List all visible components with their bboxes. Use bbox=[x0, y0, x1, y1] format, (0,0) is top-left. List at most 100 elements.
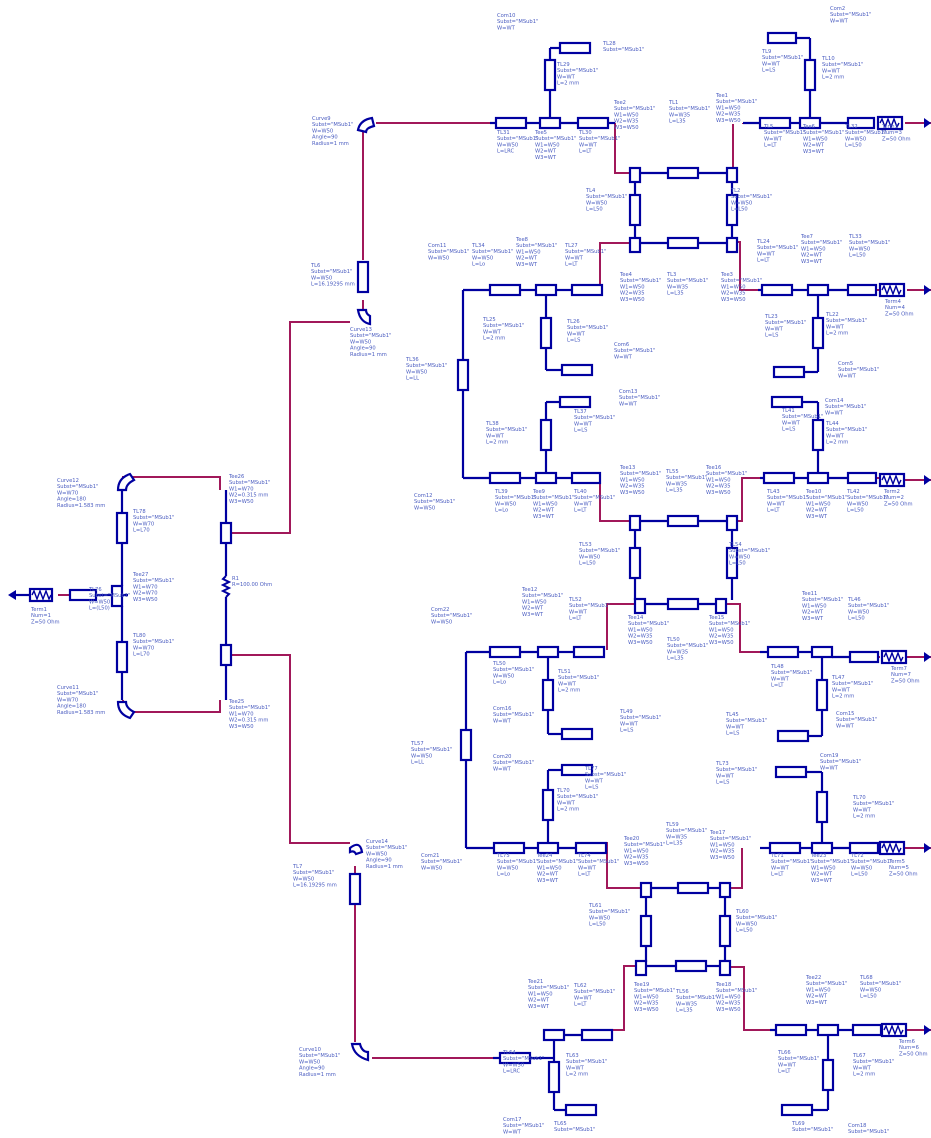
stage-4 bbox=[459, 645, 931, 848]
component-name: Com14 bbox=[825, 398, 844, 404]
component-name: TL48 bbox=[770, 664, 784, 670]
component-name: TL53 bbox=[578, 542, 592, 548]
component-param: Subst="MSub1" bbox=[483, 323, 524, 329]
component-param: W=WT bbox=[574, 995, 593, 1001]
component-label: Curve11Subst="MSub1"W=W70Angle=180Radius… bbox=[57, 685, 105, 716]
component-name: Tee15 bbox=[708, 615, 724, 621]
component-name: Tee13 bbox=[619, 465, 635, 471]
component-param: W2=WT bbox=[802, 610, 824, 616]
component-name: Com20 bbox=[493, 754, 511, 760]
curve14-bend[interactable] bbox=[348, 843, 364, 856]
component-param: W=WT bbox=[483, 329, 502, 335]
component-param: Subst="MSub1" bbox=[567, 325, 608, 331]
component-param: Num=5 bbox=[889, 865, 909, 871]
component-param: W3=WT bbox=[803, 149, 825, 155]
curve10-bend[interactable] bbox=[350, 1042, 370, 1062]
component-param: W=W35 bbox=[666, 481, 687, 487]
r1-resistor[interactable] bbox=[220, 575, 232, 645]
component-param: W=W50 bbox=[411, 753, 432, 759]
component-name: Curve10 bbox=[299, 1047, 321, 1053]
component-param: W=WT bbox=[557, 74, 576, 80]
curve11-bend[interactable] bbox=[116, 700, 136, 720]
component-param: Subst="MSub1" bbox=[585, 772, 626, 778]
component-name: TL45 bbox=[725, 712, 739, 718]
curve12-bend[interactable] bbox=[116, 472, 136, 492]
component-param: L=L50 bbox=[736, 928, 753, 934]
tl7-line[interactable] bbox=[348, 872, 362, 906]
component-param: W2=W70 bbox=[133, 591, 158, 597]
component-name: TL25 bbox=[482, 317, 496, 323]
tl80-line[interactable] bbox=[115, 640, 129, 674]
component-name: TL71 bbox=[770, 853, 784, 859]
component-param: Z=50 Ohm bbox=[899, 1051, 928, 1057]
component-param: Subst="MSub1" bbox=[414, 499, 455, 505]
component-param: W1=W50 bbox=[620, 477, 645, 483]
component-param: Subst="MSub1" bbox=[778, 1056, 819, 1062]
component-name: Tee7 bbox=[800, 234, 813, 240]
component-param: Num=7 bbox=[891, 672, 911, 678]
component-param: W1=W50 bbox=[533, 501, 558, 507]
component-param: W3=W50 bbox=[706, 490, 731, 496]
component-param: W3=W50 bbox=[620, 297, 645, 303]
component-param: L=LT bbox=[574, 508, 587, 514]
component-name: TL5 bbox=[763, 124, 773, 130]
component-param: Subst="MSub1" bbox=[666, 828, 707, 834]
tl78-line[interactable] bbox=[115, 511, 129, 545]
curve9-bend[interactable] bbox=[356, 116, 376, 134]
stage-2 bbox=[456, 282, 931, 478]
component-param: Subst="MSub1" bbox=[133, 639, 174, 645]
component-param: W=WT bbox=[716, 773, 735, 779]
tl76-line[interactable] bbox=[68, 588, 112, 602]
tee27[interactable] bbox=[110, 560, 128, 630]
component-param: W2=W35 bbox=[628, 634, 653, 640]
component-param: L=Lo bbox=[495, 508, 508, 514]
tl6-line[interactable] bbox=[356, 260, 370, 294]
component-param: W3=W50 bbox=[614, 125, 639, 131]
component-param: W3=WT bbox=[801, 259, 823, 265]
component-param: Subst="MSub1" bbox=[853, 1059, 894, 1065]
component-param: W1=W50 bbox=[535, 142, 560, 148]
component-param: W=WT bbox=[567, 331, 586, 337]
tee25[interactable] bbox=[219, 643, 233, 700]
component-param: Angle=90 bbox=[299, 1066, 325, 1072]
component-name: Term5 bbox=[888, 859, 905, 865]
component-param: W=W50 bbox=[503, 1062, 524, 1068]
component-param: R=100.00 Ohm bbox=[232, 582, 272, 588]
component-param: Subst="MSub1" bbox=[764, 130, 805, 136]
curve13-bend[interactable] bbox=[356, 308, 372, 326]
component-param: L=2 mm bbox=[557, 81, 579, 87]
component-param: L=2 mm bbox=[853, 814, 875, 820]
component-name: TL59 bbox=[665, 822, 679, 828]
label-layer: TL76Subst="MSub1"W=W50L=(L50)Term1Num=1Z… bbox=[30, 6, 928, 1135]
component-label: Curve14Subst="MSub1"W=W50Angle=90Radius=… bbox=[366, 839, 407, 870]
term1-port[interactable] bbox=[8, 587, 54, 603]
component-name: Com16 bbox=[493, 706, 511, 712]
component-param: Subst="MSub1" bbox=[736, 915, 777, 921]
component-param: W2=WT bbox=[522, 606, 544, 612]
component-param: Subst="MSub1" bbox=[860, 981, 901, 987]
component-param: W=WT bbox=[765, 326, 784, 332]
tee26[interactable] bbox=[219, 490, 233, 576]
component-name: TL69 bbox=[791, 1121, 805, 1127]
component-param: W=W50 bbox=[579, 554, 600, 560]
component-name: TL54 bbox=[728, 542, 742, 548]
component-param: W=W50 bbox=[428, 255, 449, 261]
component-name: TL6 bbox=[310, 263, 320, 269]
component-param: Subst="MSub1" bbox=[528, 985, 569, 991]
component-param: W=W50 bbox=[589, 915, 610, 921]
component-param: L=L70 bbox=[133, 528, 150, 534]
